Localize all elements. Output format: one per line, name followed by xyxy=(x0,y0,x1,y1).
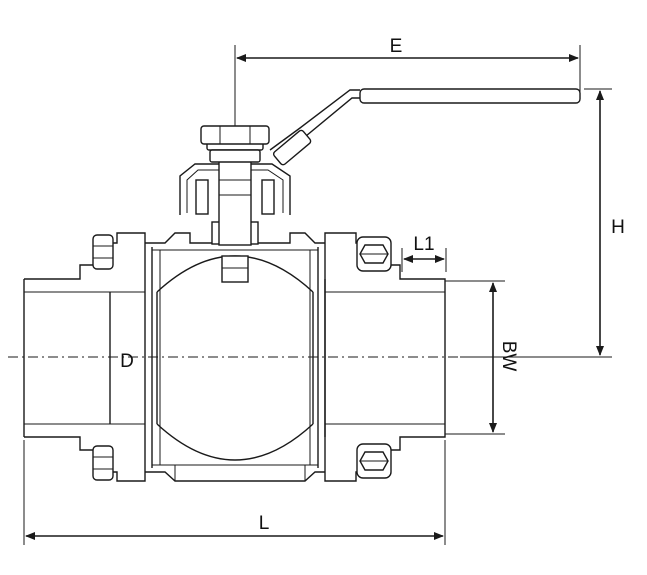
label-l1: L1 xyxy=(413,234,434,255)
label-bw: BW xyxy=(498,341,519,372)
dimension-e: E xyxy=(234,36,581,128)
dimension-bw: BW xyxy=(445,280,519,435)
ball-stem-slot xyxy=(221,255,249,283)
handle-grip-sleeve xyxy=(272,129,312,166)
right-end-cap xyxy=(324,232,446,482)
left-end-cap xyxy=(23,232,146,482)
label-e: E xyxy=(390,36,403,57)
dimension-l: L xyxy=(23,440,446,545)
label-l: L xyxy=(259,513,270,534)
label-h: H xyxy=(611,217,625,238)
dimension-h: H xyxy=(460,88,625,358)
bonnet xyxy=(179,159,291,246)
valve-ball xyxy=(156,255,314,461)
bracket-nut-left xyxy=(195,179,209,215)
label-d: D xyxy=(120,351,134,372)
bolt-upper-right xyxy=(356,236,392,272)
stem xyxy=(218,159,252,246)
bolt-lower-right xyxy=(356,443,392,479)
dimension-l1: L1 xyxy=(401,234,447,272)
stem-nut xyxy=(200,125,270,163)
bolt-lower-left xyxy=(92,445,114,481)
bolt-upper-left xyxy=(92,234,114,270)
handle-grip xyxy=(359,88,581,104)
lever-handle xyxy=(269,88,581,166)
bracket-nut-right xyxy=(261,179,275,215)
